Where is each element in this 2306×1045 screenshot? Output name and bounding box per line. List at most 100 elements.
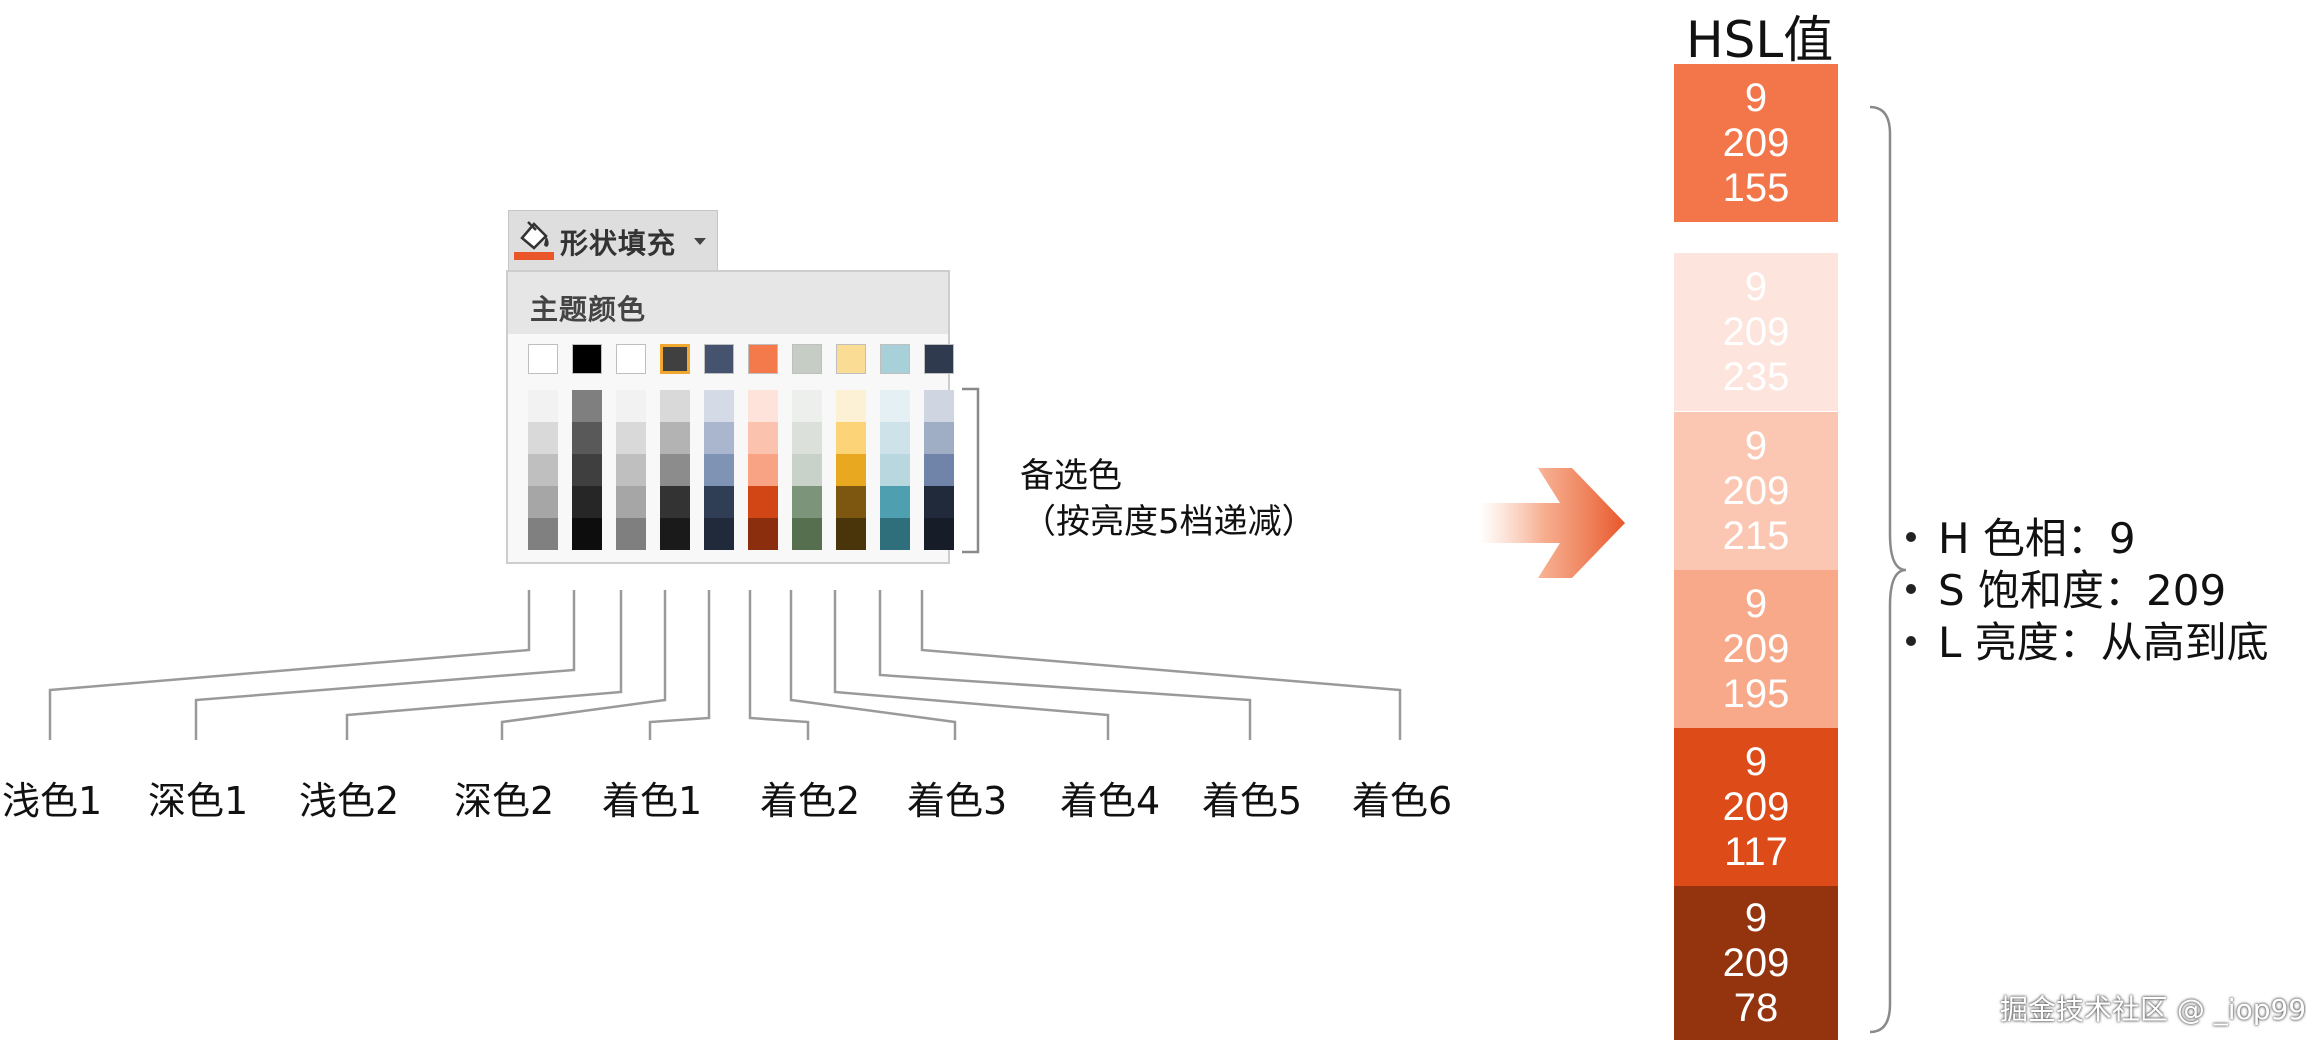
shade-swatch[interactable] [924, 454, 954, 486]
shade-swatch[interactable] [880, 518, 910, 550]
shade-swatch[interactable] [616, 422, 646, 454]
shade-swatch[interactable] [792, 486, 822, 518]
hsl-s-value: 209 [1722, 120, 1790, 165]
theme-color-swatch[interactable] [836, 344, 866, 374]
chevron-down-icon[interactable] [694, 238, 706, 245]
shade-swatch[interactable] [616, 518, 646, 550]
watermark: 掘金技术社区 @ _iop99 [2000, 993, 2306, 1026]
shade-swatch[interactable] [660, 486, 690, 518]
theme-color-swatch[interactable] [704, 344, 734, 374]
shade-swatch[interactable] [880, 422, 910, 454]
shade-swatch[interactable] [880, 390, 910, 422]
shade-swatch[interactable] [748, 454, 778, 486]
palette-header [508, 272, 948, 334]
theme-color-swatch[interactable] [880, 344, 910, 374]
alternative-title: 备选色 [1020, 456, 1122, 496]
shade-column [660, 390, 690, 550]
shade-swatch[interactable] [880, 454, 910, 486]
tone-label: 浅色1 [2, 779, 103, 823]
shape-fill-label: 形状填充 [560, 227, 677, 260]
shade-swatch[interactable] [792, 390, 822, 422]
shade-swatch[interactable] [748, 486, 778, 518]
tone-label: 着色3 [907, 779, 1008, 823]
theme-color-swatch[interactable] [572, 344, 602, 374]
shade-swatch[interactable] [572, 422, 602, 454]
bullet-dot [1906, 635, 1916, 646]
shade-swatch[interactable] [836, 454, 866, 486]
bullet-hue: H 色相：9 [1906, 505, 2136, 566]
shade-swatch[interactable] [924, 486, 954, 518]
shade-swatch[interactable] [836, 422, 866, 454]
hsl-h-value: 9 [1744, 739, 1768, 784]
shade-swatch[interactable] [924, 422, 954, 454]
shade-swatch[interactable] [528, 486, 558, 518]
palette-title: 主题颜色 [530, 293, 647, 326]
arrow-right-icon [1480, 468, 1625, 578]
shade-swatch[interactable] [704, 518, 734, 550]
theme-color-swatch[interactable] [616, 344, 646, 374]
shade-swatch[interactable] [660, 518, 690, 550]
tone-label: 深色2 [454, 779, 555, 823]
shade-swatch[interactable] [528, 454, 558, 486]
tone-label: 着色4 [1060, 779, 1161, 823]
paint-bucket-icon [514, 221, 554, 260]
shade-swatch[interactable] [836, 486, 866, 518]
theme-color-swatch[interactable] [792, 344, 822, 374]
shade-column [572, 390, 602, 550]
shade-swatch[interactable] [704, 422, 734, 454]
shade-swatch[interactable] [836, 390, 866, 422]
shade-swatch[interactable] [660, 422, 690, 454]
theme-color-swatch[interactable] [748, 344, 778, 374]
hsl-l-value: 195 [1722, 671, 1790, 716]
shade-column [528, 390, 558, 550]
shade-swatch[interactable] [528, 518, 558, 550]
shade-column [704, 390, 734, 550]
theme-color-swatch[interactable] [924, 344, 954, 374]
shade-swatch[interactable] [792, 454, 822, 486]
shade-swatch[interactable] [660, 390, 690, 422]
shade-swatch[interactable] [528, 422, 558, 454]
shade-swatch[interactable] [880, 486, 910, 518]
shade-swatch[interactable] [572, 390, 602, 422]
shade-column [880, 390, 910, 550]
hsl-h-value: 9 [1744, 581, 1768, 626]
shade-swatch[interactable] [748, 518, 778, 550]
bullet-dot [1906, 583, 1916, 594]
shade-swatch[interactable] [704, 390, 734, 422]
shade-swatch[interactable] [748, 422, 778, 454]
shade-swatch[interactable] [924, 390, 954, 422]
shade-swatch[interactable] [572, 454, 602, 486]
hsl-s-value: 209 [1722, 626, 1790, 671]
shade-swatch[interactable] [748, 390, 778, 422]
tone-label: 深色1 [148, 779, 249, 823]
shade-column [748, 390, 778, 550]
tone-label: 着色2 [760, 779, 861, 823]
shade-swatch[interactable] [704, 454, 734, 486]
hsl-h-value: 9 [1744, 423, 1768, 468]
shade-swatch[interactable] [616, 454, 646, 486]
shade-swatch[interactable] [572, 486, 602, 518]
theme-color-swatch[interactable] [528, 344, 558, 374]
shade-swatch[interactable] [704, 486, 734, 518]
shade-swatch[interactable] [836, 518, 866, 550]
shade-column [616, 390, 646, 550]
bullet-saturation: S 饱和度：209 [1906, 557, 2226, 618]
shade-swatch[interactable] [924, 518, 954, 550]
shade-swatch[interactable] [616, 486, 646, 518]
alternative-subtitle: （按亮度5档递减） [1022, 502, 1316, 542]
bullet-dot [1906, 531, 1916, 542]
theme-color-swatch[interactable] [660, 344, 690, 374]
shade-swatch[interactable] [792, 518, 822, 550]
shade-swatch[interactable] [616, 390, 646, 422]
shade-column [836, 390, 866, 550]
shade-swatch[interactable] [528, 390, 558, 422]
shade-swatch[interactable] [572, 518, 602, 550]
shade-swatch[interactable] [792, 422, 822, 454]
bullet-hue-text: H 色相：9 [1938, 514, 2136, 563]
shade-swatch[interactable] [660, 454, 690, 486]
